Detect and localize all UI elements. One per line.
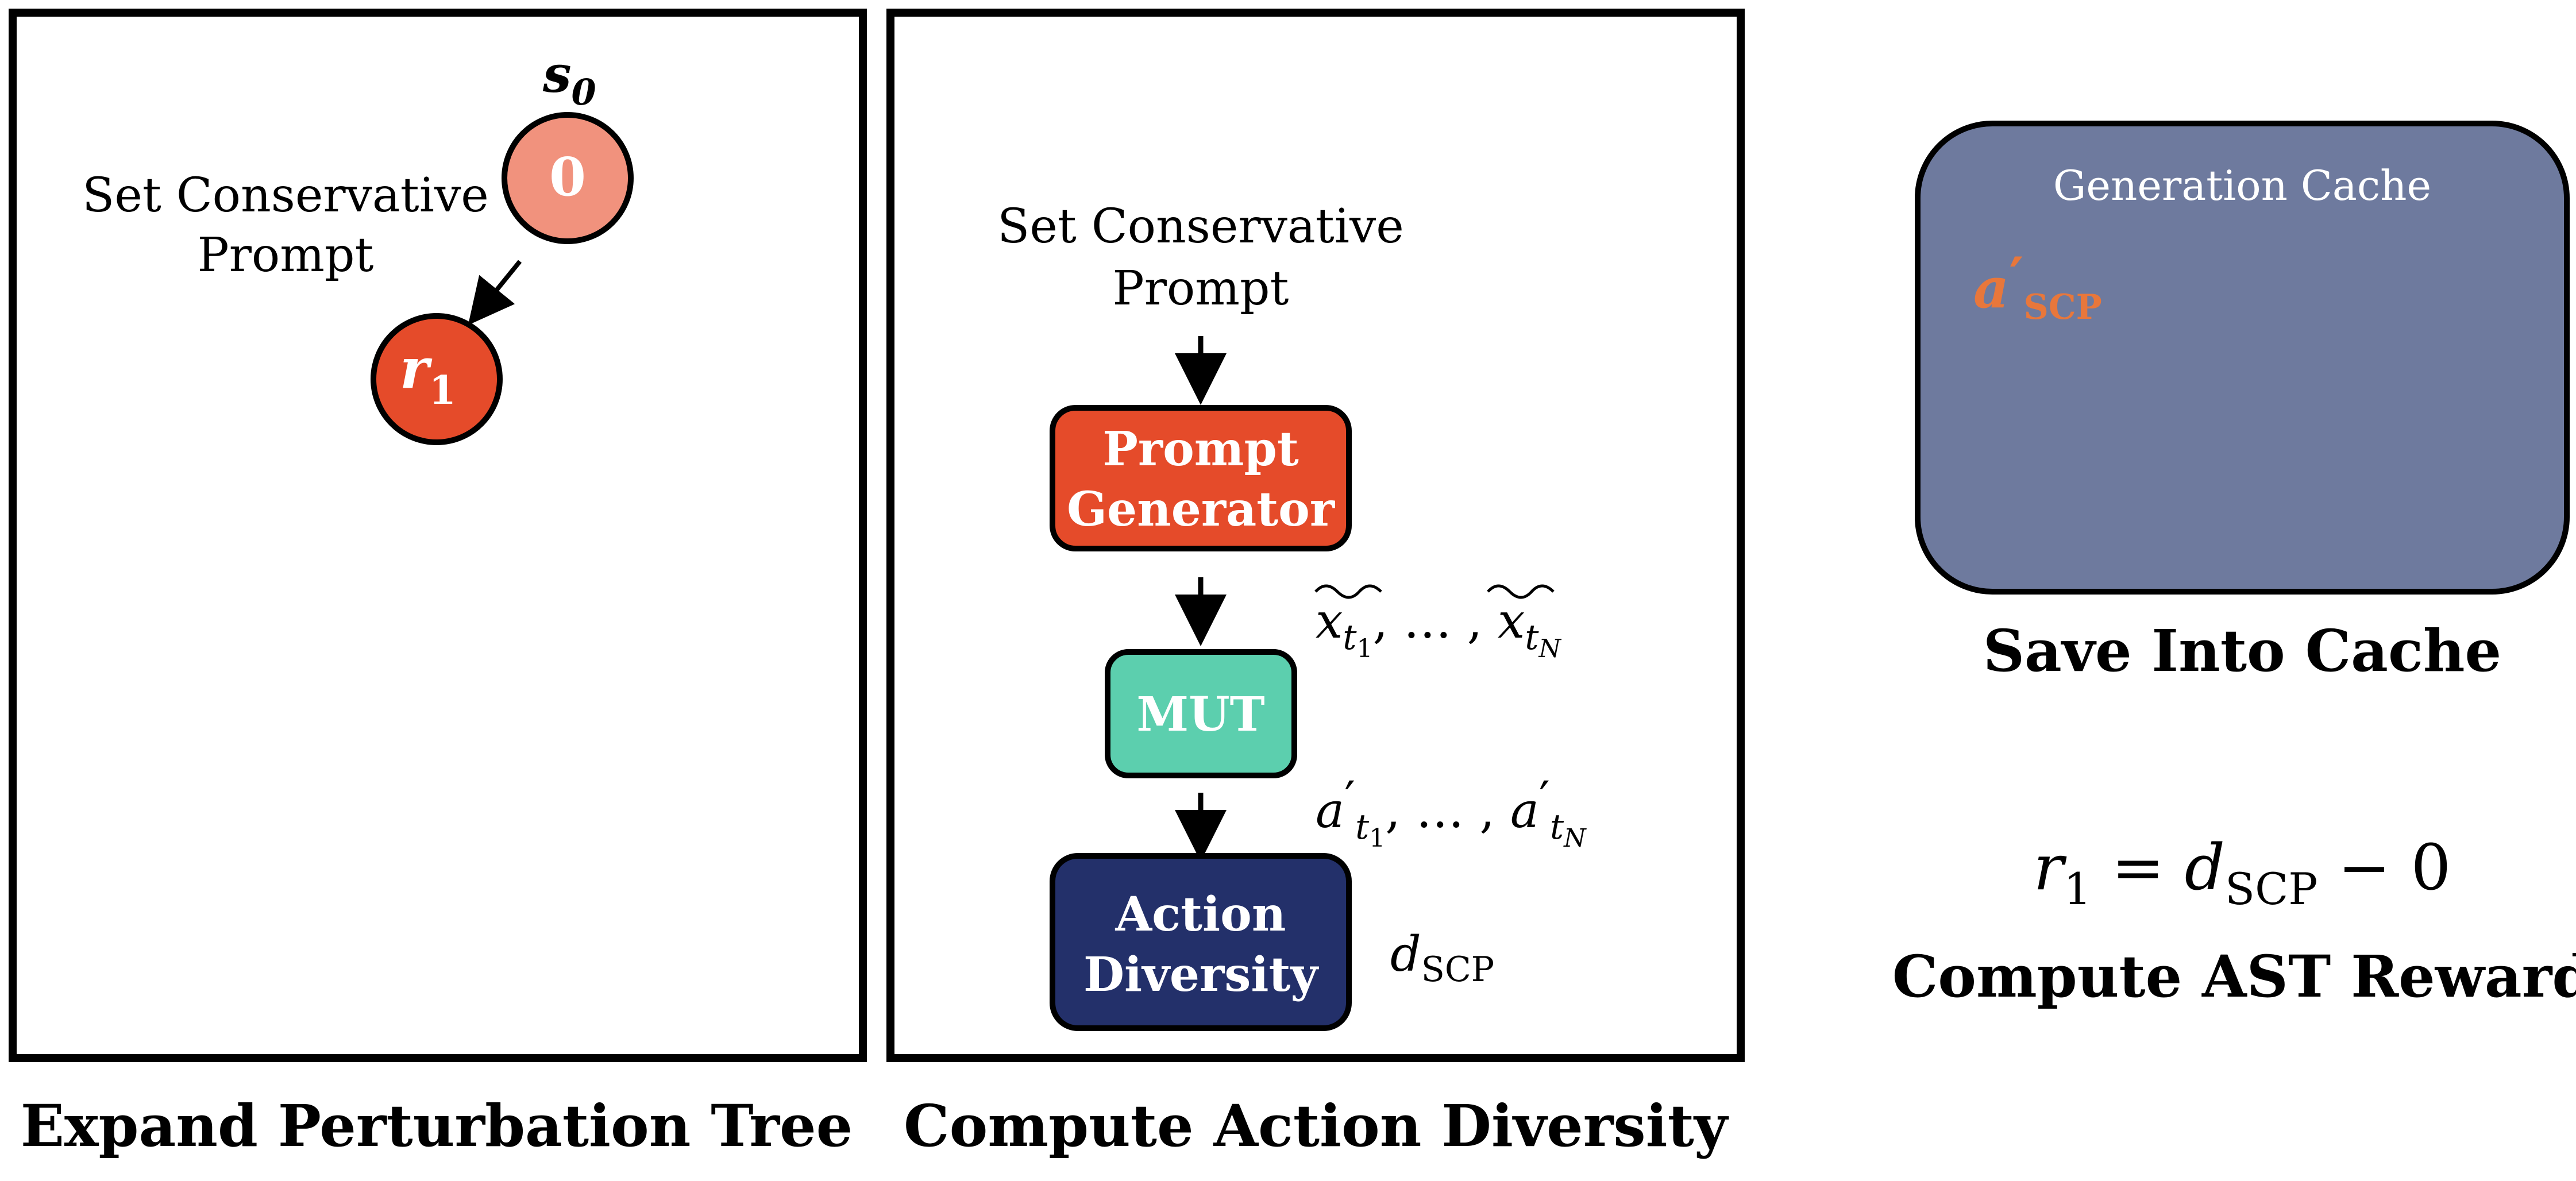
prompt-x-last: x xyxy=(1498,593,1525,649)
input-prompt-line2: Prompt xyxy=(1113,261,1289,316)
action-diversity-panel xyxy=(886,9,1745,1062)
svg-text:xt1, … , xtN: xt1, … , xtN xyxy=(1316,593,1562,663)
diversity-annotation: dSCP xyxy=(1390,926,1494,990)
generation-cache-box[interactable] xyxy=(1915,121,2570,595)
perturbation-tree-panel xyxy=(9,9,867,1062)
tilde-last xyxy=(1487,584,1555,599)
prompt-generator-box[interactable] xyxy=(1050,405,1352,551)
child-node-sub: 1 xyxy=(429,368,456,414)
mut-box[interactable] xyxy=(1105,649,1297,778)
action-diversity-line1: Action xyxy=(1115,887,1286,942)
save-into-cache-caption: Save Into Cache xyxy=(1983,617,2501,685)
compute-reward-caption: Compute AST Reward xyxy=(1892,943,2576,1010)
action-diversity-line2: Diversity xyxy=(1083,947,1319,1002)
generation-cache-title: Generation Cache xyxy=(2053,161,2431,210)
mut-label: MUT xyxy=(1136,687,1264,742)
prompt-generator-line1: Prompt xyxy=(1102,422,1299,477)
prompt-sub-first: 1 xyxy=(1357,634,1373,663)
root-node[interactable] xyxy=(502,112,634,244)
prompt-sub-last: N xyxy=(1538,634,1562,663)
action-diversity-box[interactable] xyxy=(1050,853,1352,1031)
reward-equation: r1 = dSCP − 0 xyxy=(2034,831,2451,914)
prompt-generator-line2: Generator xyxy=(1067,482,1336,537)
state-label-sub: 0 xyxy=(572,71,596,113)
tilde-first xyxy=(1314,584,1382,599)
input-prompt-line1: Set Conservative xyxy=(997,199,1404,254)
actions-annotation: a′t1, … , a′tN xyxy=(1316,771,1587,853)
state-label-base: s xyxy=(542,44,572,104)
root-node-label: 0 xyxy=(549,146,586,208)
perturbed-prompts-annotation: xt1, … , xtN xyxy=(1314,584,1562,663)
tree-edge-arrow xyxy=(468,260,522,326)
perturbation-tree-caption: Expand Perturbation Tree xyxy=(21,1092,853,1160)
child-node-base: r xyxy=(400,336,433,401)
edge-label-line2: Prompt xyxy=(198,228,374,283)
action-diversity-caption: Compute Action Diversity xyxy=(904,1092,1729,1160)
cache-item: a′SCP xyxy=(1973,245,2102,327)
prompt-x-first: x xyxy=(1316,593,1343,649)
child-node-label: r1 xyxy=(400,336,456,414)
edge-label-line1: Set Conservative xyxy=(82,168,489,223)
state-label: s0 xyxy=(542,44,596,113)
child-node[interactable] xyxy=(371,313,503,445)
